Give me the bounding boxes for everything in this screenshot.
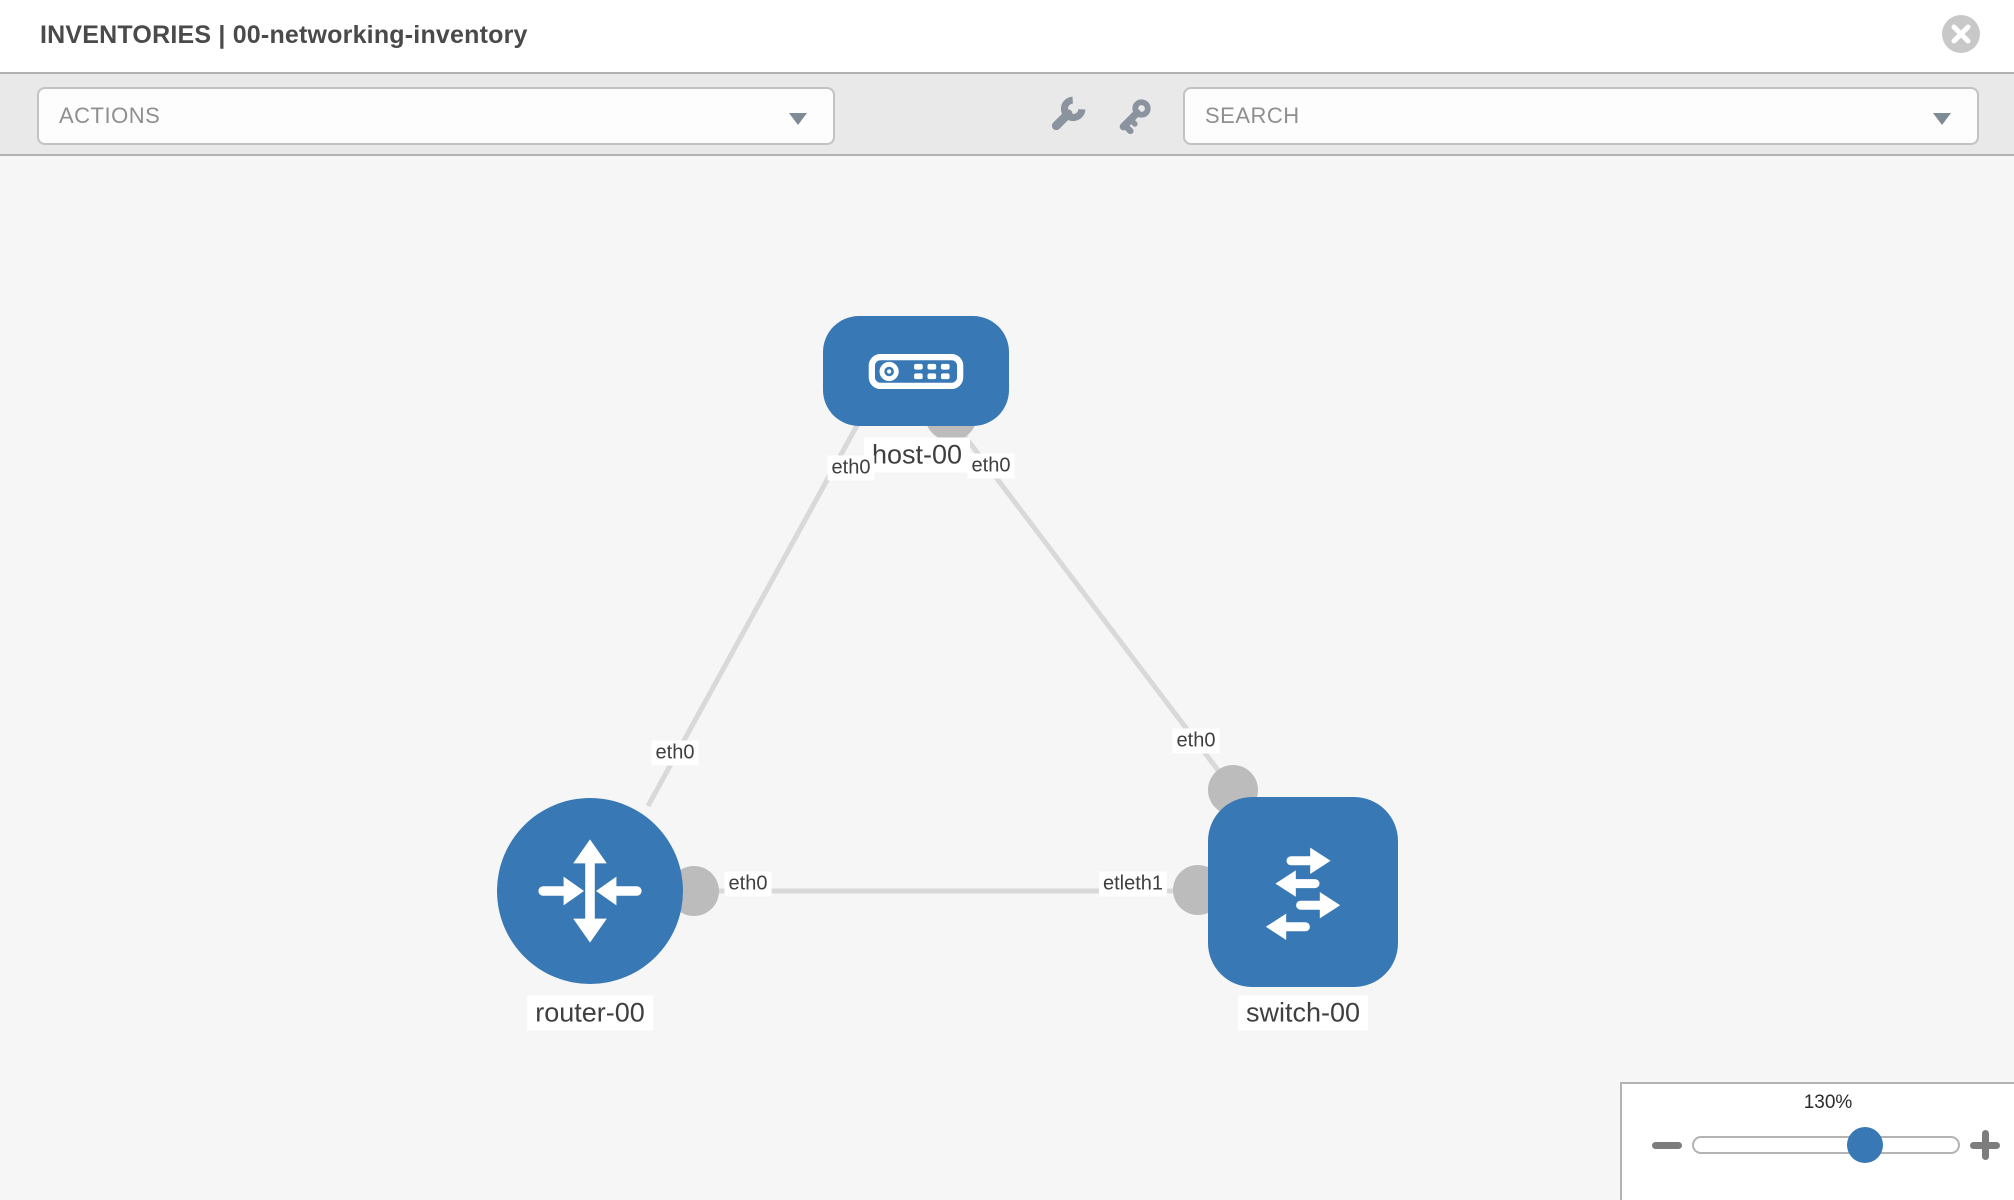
zoom-slider-track[interactable] (1692, 1136, 1960, 1154)
actions-dropdown-label: ACTIONS (59, 103, 161, 128)
toolbar: ACTIONS SEARCH (0, 72, 2014, 156)
topology-wires (645, 389, 1258, 916)
page-header: INVENTORIES | 00-networking-inventory (0, 0, 2014, 72)
chevron-down-icon (1933, 113, 1951, 125)
search-dropdown[interactable]: SEARCH (1183, 87, 1979, 145)
zoom-control-panel: 130% (1620, 1082, 2014, 1200)
interface-label: eth0 (651, 740, 699, 766)
key-icon (1119, 99, 1151, 135)
search-placeholder: SEARCH (1205, 103, 1300, 128)
plus-icon[interactable] (1970, 1130, 2000, 1160)
router-icon (538, 839, 642, 943)
close-button[interactable] (1942, 15, 1980, 53)
wrench-button[interactable] (1046, 96, 1086, 136)
node-label-host: host-00 (863, 437, 971, 473)
interface-label: eth0 (827, 455, 875, 481)
wrench-icon (1051, 96, 1086, 131)
node-host-00[interactable] (823, 316, 1009, 426)
interface-label: etleth1 (1098, 871, 1168, 897)
close-icon (1951, 24, 1971, 44)
zoom-level-value: 130% (1803, 1092, 1853, 1113)
interface-label: eth0 (1172, 728, 1220, 754)
node-label-switch: switch-00 (1237, 995, 1369, 1031)
topology-canvas[interactable]: host-00 router-00 switch-00 eth0 eth0 et… (0, 156, 2014, 1200)
node-switch-00[interactable] (1208, 797, 1398, 987)
host-icon (868, 354, 964, 389)
zoom-slider-thumb[interactable] (1847, 1127, 1883, 1163)
node-label-router: router-00 (527, 995, 653, 1031)
chevron-down-icon (789, 113, 807, 125)
minus-icon[interactable] (1652, 1142, 1682, 1149)
page-title: INVENTORIES | 00-networking-inventory (40, 21, 528, 49)
key-button[interactable] (1114, 96, 1154, 136)
link-host-switch[interactable] (949, 416, 1235, 792)
interface-label: eth0 (724, 871, 772, 897)
switch-icon (1265, 847, 1341, 940)
node-router-00[interactable] (497, 798, 683, 984)
interface-label: eth0 (967, 453, 1015, 479)
actions-dropdown[interactable]: ACTIONS (37, 87, 835, 145)
